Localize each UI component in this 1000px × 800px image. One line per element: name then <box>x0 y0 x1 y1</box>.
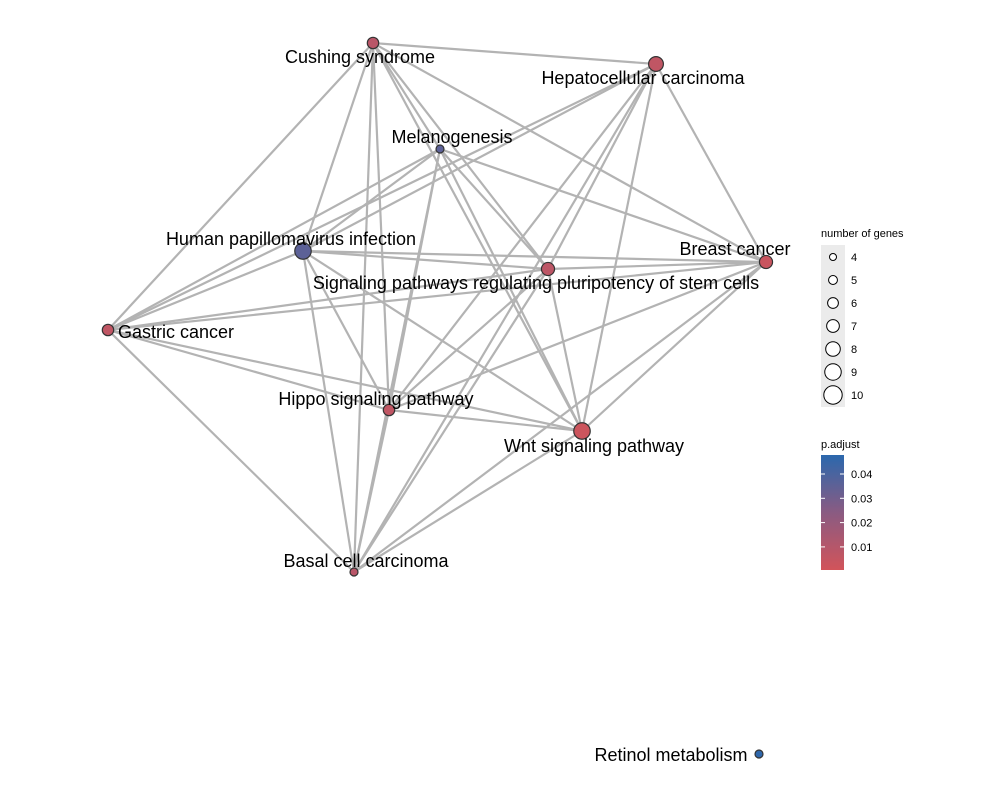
size-key-label-10: 10 <box>851 390 863 402</box>
edge-hpv-basal <box>301 250 356 573</box>
edge-cushing-hcc <box>372 41 657 66</box>
node-cushing[interactable] <box>366 36 380 50</box>
edge-cushing-wnt <box>372 42 583 432</box>
edge-gastric-hippo <box>107 328 390 412</box>
edge-wnt-basal <box>353 430 583 573</box>
edge-gastric-wnt <box>107 328 583 433</box>
node-label-wnt: Wnt signaling pathway <box>504 436 684 456</box>
color-bar <box>821 455 844 570</box>
edge-hcc-hippo <box>388 63 657 411</box>
edge-hpv-breast <box>302 249 767 264</box>
node-hcc[interactable] <box>647 55 664 72</box>
node-breast[interactable] <box>758 254 774 270</box>
node-hpv[interactable] <box>294 242 312 260</box>
size-key-label-5: 5 <box>851 275 857 287</box>
edge-cushing-melano <box>372 42 441 150</box>
size-key-circle-7 <box>826 319 840 333</box>
edge-hcc-hpv <box>302 63 657 252</box>
node-wnt[interactable] <box>573 422 591 440</box>
size-key-circle-10 <box>823 385 843 405</box>
node-label-basal: Basal cell carcinoma <box>283 551 449 571</box>
edge-cushing-gastric <box>107 42 374 331</box>
size-key-label-7: 7 <box>851 321 857 333</box>
node-label-hcc: Hepatocellular carcinoma <box>541 68 745 88</box>
size-legend-title: number of genes <box>821 228 904 240</box>
edge-breast-pluri <box>547 260 767 271</box>
size-key-label-6: 6 <box>851 298 857 310</box>
size-key-circle-9 <box>824 363 842 381</box>
node-label-cushing: Cushing syndrome <box>285 47 435 67</box>
edge-pluri-wnt <box>546 268 584 432</box>
node-pluri[interactable] <box>540 261 556 277</box>
edge-hpv-hippo <box>302 250 390 411</box>
edge-breast-gastric <box>107 260 767 332</box>
size-key-label-9: 9 <box>851 367 857 379</box>
node-hippo[interactable] <box>382 403 396 417</box>
size-legend-keys: 4 5 6 7 8 9 10 <box>823 252 863 405</box>
edge-hippo-basal <box>352 409 391 573</box>
edge-pluri-hippo <box>388 268 549 411</box>
edge-hpv-wnt <box>302 250 583 432</box>
edge-hcc-basal <box>353 63 657 573</box>
edge-hippo-wnt <box>388 408 583 433</box>
size-key-circle-8 <box>825 341 841 357</box>
color-tick-label-0.03: 0.03 <box>851 493 872 505</box>
edge-cushing-hippo <box>371 42 391 411</box>
edge-hcc-gastric <box>107 63 657 331</box>
edge-hcc-pluri <box>547 63 657 270</box>
color-tick-label-0.01: 0.01 <box>851 542 872 554</box>
edge-melano-pluri <box>439 148 549 270</box>
node-label-gastric: Gastric cancer <box>118 322 234 342</box>
edge-melano-gastric <box>107 148 441 331</box>
node-label-melano: Melanogenesis <box>391 127 512 147</box>
size-key-circle-5 <box>828 275 838 285</box>
node-melano[interactable] <box>435 144 445 154</box>
edge-hcc-breast <box>655 63 767 263</box>
color-tick-label-0.04: 0.04 <box>851 469 872 481</box>
node-gastric[interactable] <box>101 323 115 337</box>
node-label-hpv: Human papillomavirus infection <box>166 229 416 249</box>
node-label-breast: Breast cancer <box>679 239 790 259</box>
size-key-label-4: 4 <box>851 252 857 264</box>
color-legend-title: p.adjust <box>821 439 860 451</box>
edge-cushing-breast <box>372 42 767 263</box>
node-label-pluri: Signaling pathways regulating pluripoten… <box>313 273 759 293</box>
node-layer <box>101 36 774 759</box>
edge-cushing-basal <box>352 42 375 573</box>
node-label-hippo: Hippo signaling pathway <box>278 389 473 409</box>
edge-breast-hippo <box>388 260 767 412</box>
edge-hpv-gastric <box>107 249 304 332</box>
color-legend-ticks: 0.04 0.03 0.02 0.01 <box>821 469 872 554</box>
edge-hcc-wnt <box>580 63 658 432</box>
size-key-label-8: 8 <box>851 344 857 356</box>
edge-breast-wnt <box>581 261 767 432</box>
node-label-retinol: Retinol metabolism <box>594 745 747 765</box>
edge-melano-hpv <box>302 148 441 252</box>
node-basal[interactable] <box>349 567 359 577</box>
edge-pluri-gastric <box>107 267 549 332</box>
edge-breast-basal <box>353 261 767 573</box>
edge-hpv-pluri <box>302 249 549 271</box>
color-tick-label-0.02: 0.02 <box>851 518 872 530</box>
edge-gastric-basal <box>107 329 355 573</box>
edge-melano-wnt <box>439 148 583 432</box>
node-retinol[interactable] <box>754 749 764 759</box>
size-key-circle-4 <box>829 253 837 261</box>
edge-pluri-basal <box>353 268 549 573</box>
size-key-circle-6 <box>827 297 839 309</box>
edge-layer <box>107 41 767 573</box>
edge-melano-breast <box>439 147 767 264</box>
